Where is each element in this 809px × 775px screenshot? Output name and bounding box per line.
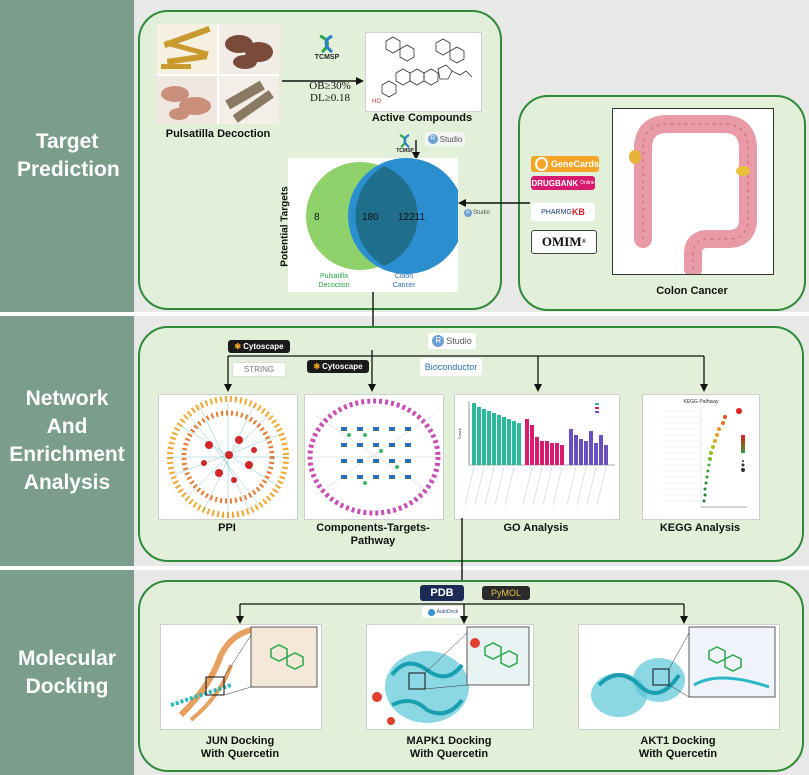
arrows-network — [220, 350, 720, 399]
pdb-logo: PDB — [420, 585, 464, 601]
akt1-label-1: AKT1 Docking — [640, 735, 716, 747]
ctp-label-2: Pathway — [350, 535, 396, 547]
connector-network-to-docking — [460, 518, 464, 589]
venn-left-name-1: Pulsatilla — [320, 273, 348, 280]
venn-diagram: 8 180 12211 Pulsatilla Decoction Colon C… — [288, 158, 458, 292]
autodock-logo: AutoDock — [422, 606, 464, 618]
mapk1-label-1: MAPK1 Docking — [406, 735, 492, 747]
cytoscape-logo-2: ✱Cytoscape — [307, 360, 369, 373]
arrow-compounds-to-venn — [411, 140, 421, 165]
mapk1-docking-image — [366, 624, 534, 730]
herb-label: Pulsatilla Decoction — [165, 128, 271, 140]
ppi-network-image — [158, 394, 298, 520]
string-logo: STRING — [232, 362, 286, 377]
venn-left-count: 8 — [314, 212, 320, 223]
venn-right-count: 12211 — [398, 212, 426, 223]
cytoscape-logo-1: ✱Cytoscape — [228, 340, 290, 353]
go-ylabel: Count — [457, 427, 462, 439]
colon-illustration — [612, 108, 774, 275]
jun-docking-image — [160, 624, 322, 730]
venn-ylabel: Potential Targets — [279, 186, 291, 267]
go-chart-image: Count — [454, 394, 620, 520]
ctp-label-1: Components-Targets- — [316, 522, 430, 534]
compound-structures: HO — [365, 32, 482, 112]
ctp-network-image — [304, 394, 444, 520]
kegg-title: KEGG Pathway — [683, 399, 719, 405]
arrows-docking — [232, 600, 692, 631]
section-label-target: Target Prediction — [0, 0, 134, 312]
active-compounds-label: Active Compounds — [371, 112, 473, 124]
jun-label-2: With Quercetin — [200, 748, 280, 760]
dl-filter: DL≥0.18 — [310, 92, 350, 104]
venn-right-name-1: Colon — [395, 273, 413, 280]
genecards-logo: GeneCards — [531, 156, 599, 172]
mapk1-label-2: With Quercetin — [409, 748, 489, 760]
omim-logo: OMIM® — [531, 230, 597, 254]
venn-left-name-2: Decoction — [318, 282, 349, 289]
herb-photos — [157, 24, 279, 124]
akt1-label-2: With Quercetin — [638, 748, 718, 760]
colon-cancer-label: Colon Cancer — [656, 285, 728, 297]
go-label: GO Analysis — [503, 522, 569, 534]
ob-filter: OB≥30% — [309, 80, 351, 92]
arrow-herb-to-compounds — [282, 73, 364, 91]
pymol-logo: PyMOL — [482, 586, 530, 600]
svg-text:HO: HO — [372, 99, 381, 105]
section-label-network: Network And Enrichment Analysis — [0, 316, 134, 566]
ppi-label: PPI — [218, 522, 236, 534]
section-label-docking: Molecular Docking — [0, 570, 134, 775]
jun-label-1: JUN Docking — [205, 735, 275, 747]
tcmsp-logo-small: TCMSP — [395, 130, 415, 158]
akt1-docking-image — [578, 624, 780, 730]
venn-overlap-count: 180 — [362, 212, 379, 223]
tcmsp-logo: TCMSP — [312, 30, 342, 64]
kegg-label: KEGG Analysis — [659, 522, 741, 534]
kegg-chart-image: KEGG Pathway — [642, 394, 760, 520]
bioconductor-logo: Bioconductor — [420, 358, 482, 376]
arrow-databases-to-venn — [458, 195, 530, 213]
venn-right-name-2: Cancer — [393, 282, 416, 289]
